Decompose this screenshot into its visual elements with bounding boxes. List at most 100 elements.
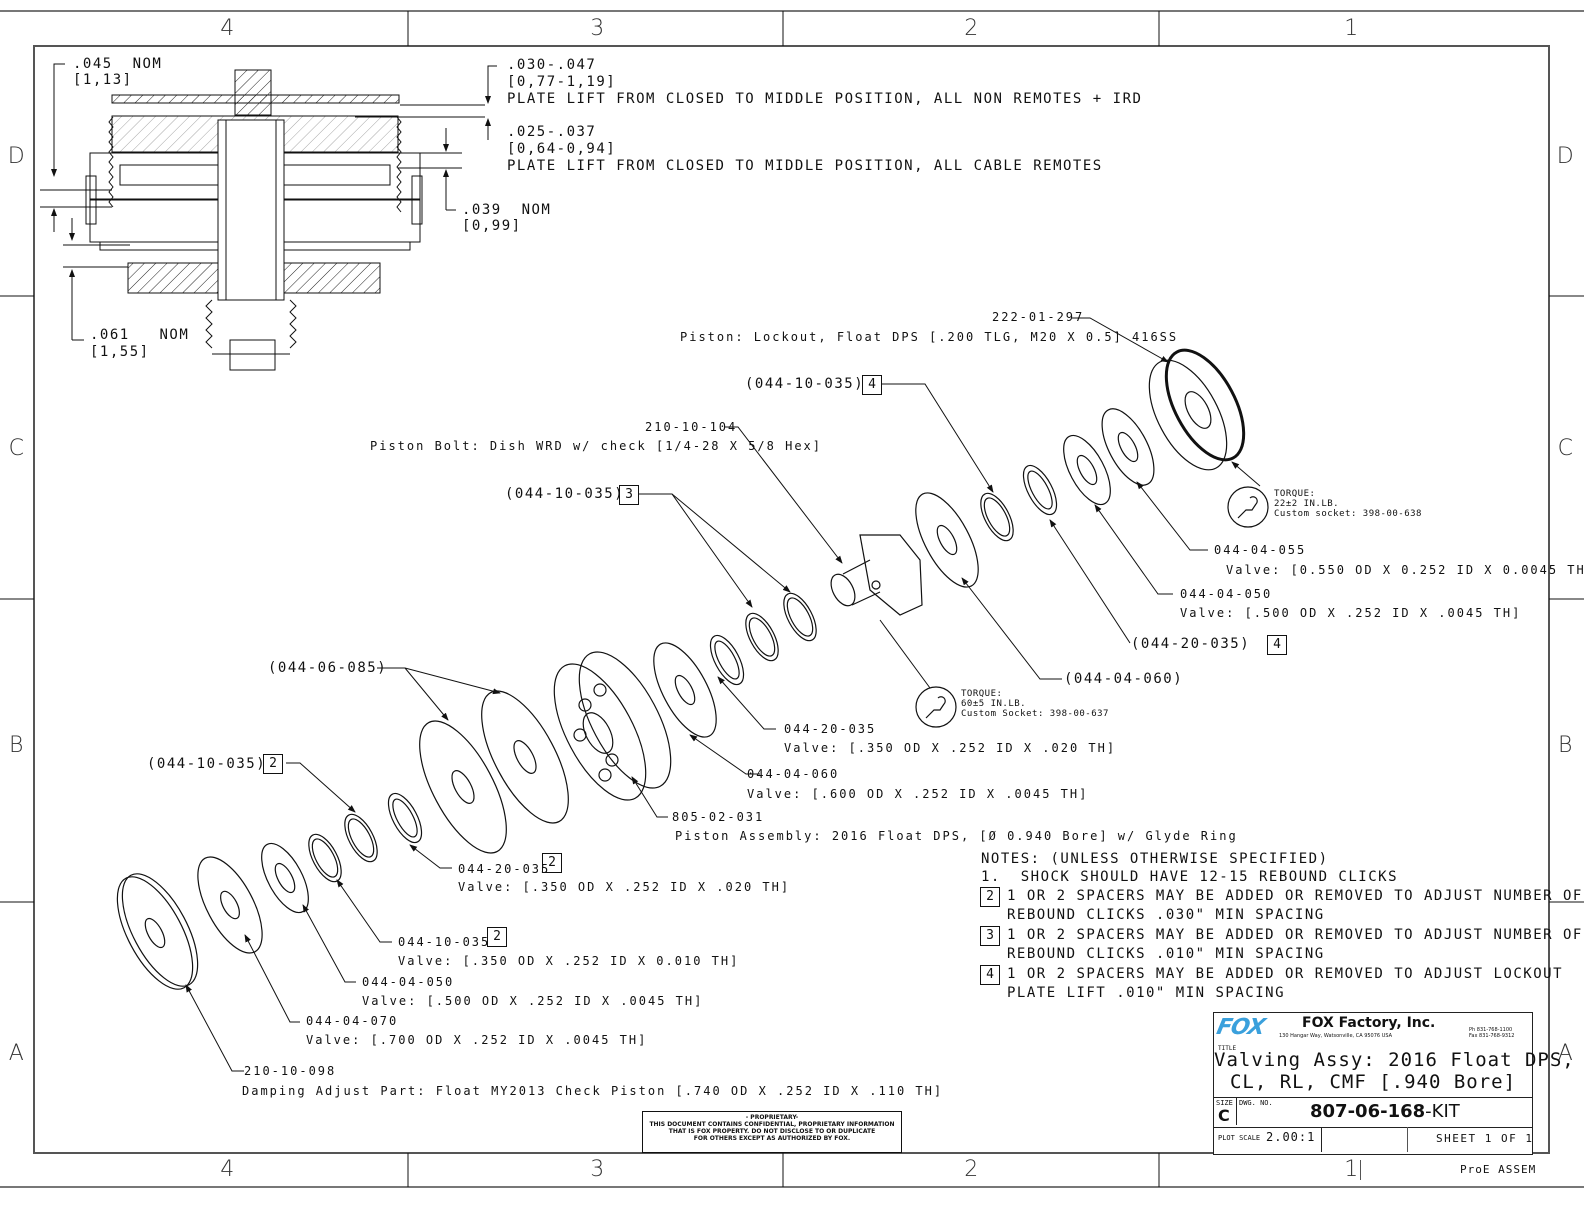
- drawing-title-line-1: Valving Assy: 2016 Float DPS,: [1214, 1049, 1575, 1071]
- note-4-line-1: 1 OR 2 SPACERS MAY BE ADDED OR REMOVED T…: [1007, 966, 1564, 982]
- note-2-line-1: 1 OR 2 SPACERS MAY BE ADDED OR REMOVED T…: [1007, 888, 1583, 904]
- note-1: 1. SHOCK SHOULD HAVE 12-15 REBOUND CLICK…: [981, 869, 1399, 885]
- note-3-line-2: REBOUND CLICKS .010" MIN SPACING: [1007, 946, 1325, 962]
- title-label: TITLE: [1218, 1045, 1237, 1052]
- dim-plate-lift-cable: .025-.037: [507, 124, 597, 140]
- callout-044-20-035-low: 044-20-035: [458, 862, 551, 876]
- callout-044-04-050-low-desc: Valve: [.500 OD X .252 ID X .0045 TH]: [362, 994, 704, 1008]
- zone-left-A: A: [8, 1041, 26, 1066]
- proprietary-line-2: THIS DOCUMENT CONTAINS CONFIDENTIAL, PRO…: [649, 1121, 895, 1128]
- drawing-number-base: 807-06-168: [1310, 1101, 1426, 1122]
- zone-bottom-3: 3: [590, 1157, 606, 1182]
- zone-bottom-4: 4: [220, 1157, 236, 1182]
- zone-left-D: D: [7, 144, 27, 169]
- callout-222-01-297: 222-01-297: [992, 310, 1085, 324]
- flag-note-2-b: 2: [542, 853, 562, 873]
- dim-plate-lift-nonremote-note: PLATE LIFT FROM CLOSED TO MIDDLE POSITIO…: [507, 91, 1143, 107]
- callout-044-04-060-desc: Valve: [.600 OD X .252 ID X .0045 TH]: [747, 787, 1089, 801]
- dim-045-metric: [1,13]: [73, 72, 133, 88]
- flag-note-2: 2: [263, 754, 283, 774]
- flag-note-3: 3: [619, 485, 639, 505]
- dim-061-metric: [1,55]: [90, 344, 150, 360]
- callout-210-10-104-desc: Piston Bolt: Dish WRD w/ check [1/4-28 X…: [370, 439, 823, 453]
- drawing-title-line-2: CL, RL, CMF [.940 Bore]: [1229, 1071, 1517, 1093]
- note-3-line-1: 1 OR 2 SPACERS MAY BE ADDED OR REMOVED T…: [1007, 927, 1583, 943]
- zone-right-D: D: [1556, 144, 1576, 169]
- note-flag-2: 2: [980, 887, 1000, 907]
- zone-top-3: 3: [590, 16, 606, 41]
- fox-logo: FOX: [1214, 1015, 1279, 1040]
- callout-044-04-070: 044-04-070: [306, 1014, 399, 1028]
- callout-210-10-098-desc: Damping Adjust Part: Float MY2013 Check …: [242, 1084, 944, 1098]
- zone-right-B: B: [1558, 733, 1574, 758]
- flag-note-4: 4: [862, 375, 882, 395]
- company-name: FOX Factory, Inc.: [1302, 1015, 1436, 1031]
- note-flag-3: 3: [980, 926, 1000, 946]
- zone-left-C: C: [8, 436, 26, 461]
- callout-044-20-035-mid: 044-20-035: [784, 722, 877, 736]
- callout-spacer-2: (044-10-035): [147, 756, 267, 772]
- dwg-no-label: DWG. NO.: [1239, 1099, 1273, 1107]
- sheet-number: SHEET 1 OF 1: [1436, 1132, 1534, 1145]
- zone-top-2: 2: [964, 16, 980, 41]
- callout-044-04-060-ref: (044-04-060): [1064, 671, 1184, 687]
- callout-044-04-050-low: 044-04-050: [362, 975, 455, 989]
- source-label: ProE ASSEM: [1460, 1163, 1537, 1176]
- callout-210-10-098: 210-10-098: [244, 1064, 337, 1078]
- dim-039-nom: .039 NOM: [462, 202, 552, 218]
- callout-044-04-055-desc: Valve: [0.550 OD X 0.252 ID X 0.0045 TH]: [1226, 563, 1584, 577]
- flag-note-4-b: 4: [1267, 635, 1287, 655]
- callout-044-04-060: 044-04-060: [747, 767, 840, 781]
- callout-044-04-070-desc: Valve: [.700 OD X .252 ID X .0045 TH]: [306, 1033, 648, 1047]
- callout-044-04-055: 044-04-055: [1214, 543, 1307, 557]
- dim-plate-lift-cable-metric: [0,64-0,94]: [507, 141, 617, 157]
- company-address: 130 Hangar Way, Watsonville, CA 95076 US…: [1279, 1033, 1393, 1039]
- torque-top-value: 22±2 IN.LB.: [1274, 499, 1340, 509]
- plot-scale-label: PLOT SCALE: [1218, 1134, 1261, 1142]
- dim-039-metric: [0,99]: [462, 218, 522, 234]
- drawing-number: 807-06-168-KIT: [1310, 1101, 1460, 1122]
- torque-top-socket: Custom socket: 398-00-638: [1274, 509, 1422, 519]
- company-phone: Ph 831-768-1100: [1469, 1027, 1513, 1033]
- callout-044-20-035-4: (044-20-035): [1131, 636, 1251, 652]
- proprietary-line-4: FOR OTHERS EXCEPT AS AUTHORIZED BY FOX.: [693, 1135, 851, 1142]
- proprietary-line-1: - PROPRIETARY-: [745, 1114, 799, 1121]
- zone-right-A: A: [1557, 1041, 1575, 1066]
- title-block: FOX FOX Factory, Inc. 130 Hangar Way, Wa…: [1213, 1012, 1575, 1155]
- torque-mid-label: TORQUE:: [961, 689, 1003, 699]
- fox-logo-text: FOX: [1214, 1015, 1267, 1040]
- plot-scale: 2.00:1: [1266, 1130, 1316, 1144]
- dim-plate-lift-nonremote-metric: [0,77-1,19]: [507, 74, 617, 90]
- zone-top-4: 4: [220, 16, 236, 41]
- callout-044-20-035-mid-desc: Valve: [.350 OD X .252 ID X .020 TH]: [784, 741, 1117, 755]
- callout-222-01-297-desc: Piston: Lockout, Float DPS [.200 TLG, M2…: [680, 330, 1179, 344]
- dim-045-nom: .045 NOM: [73, 56, 163, 72]
- callout-spacer-3: (044-10-035): [505, 486, 625, 502]
- drawing-number-suffix: -KIT: [1425, 1101, 1460, 1122]
- dim-plate-lift-cable-note: PLATE LIFT FROM CLOSED TO MIDDLE POSITIO…: [507, 158, 1103, 174]
- callout-805-02-031: 805-02-031: [672, 810, 765, 824]
- flag-note-2-c: 2: [487, 927, 507, 947]
- zone-top-1: 1: [1344, 16, 1360, 41]
- callout-044-06-085: (044-06-085): [268, 660, 388, 676]
- torque-mid-value: 60±5 IN.LB.: [961, 699, 1027, 709]
- callout-spacer-4-top: (044-10-035): [745, 376, 865, 392]
- zone-bottom-2: 2: [964, 1157, 980, 1182]
- notes-header: NOTES: (UNLESS OTHERWISE SPECIFIED): [981, 851, 1329, 867]
- callout-805-02-031-desc: Piston Assembly: 2016 Float DPS, [Ø 0.94…: [675, 829, 1238, 843]
- callout-044-10-035: 044-10-035: [398, 935, 491, 949]
- note-4-line-2: PLATE LIFT .010" MIN SPACING: [1007, 985, 1286, 1001]
- company-fax: Fax 831-768-9312: [1469, 1033, 1515, 1039]
- size-label: SIZE: [1216, 1099, 1233, 1107]
- proprietary-notice: - PROPRIETARY- THIS DOCUMENT CONTAINS CO…: [642, 1111, 902, 1153]
- callout-044-10-035-desc: Valve: [.350 OD X .252 ID X 0.010 TH]: [398, 954, 740, 968]
- callout-044-04-050-top-desc: Valve: [.500 OD X .252 ID X .0045 TH]: [1180, 606, 1522, 620]
- zone-bottom-1: 1: [1344, 1157, 1360, 1182]
- note-2-line-2: REBOUND CLICKS .030" MIN SPACING: [1007, 907, 1325, 923]
- dim-plate-lift-nonremote: .030-.047: [507, 57, 597, 73]
- zone-left-B: B: [9, 733, 25, 758]
- proprietary-line-3: THAT IS FOX PROPERTY. DO NOT DISCLOSE TO…: [668, 1128, 876, 1135]
- dim-061-nom: .061 NOM: [90, 327, 190, 343]
- zone-right-C: C: [1557, 436, 1575, 461]
